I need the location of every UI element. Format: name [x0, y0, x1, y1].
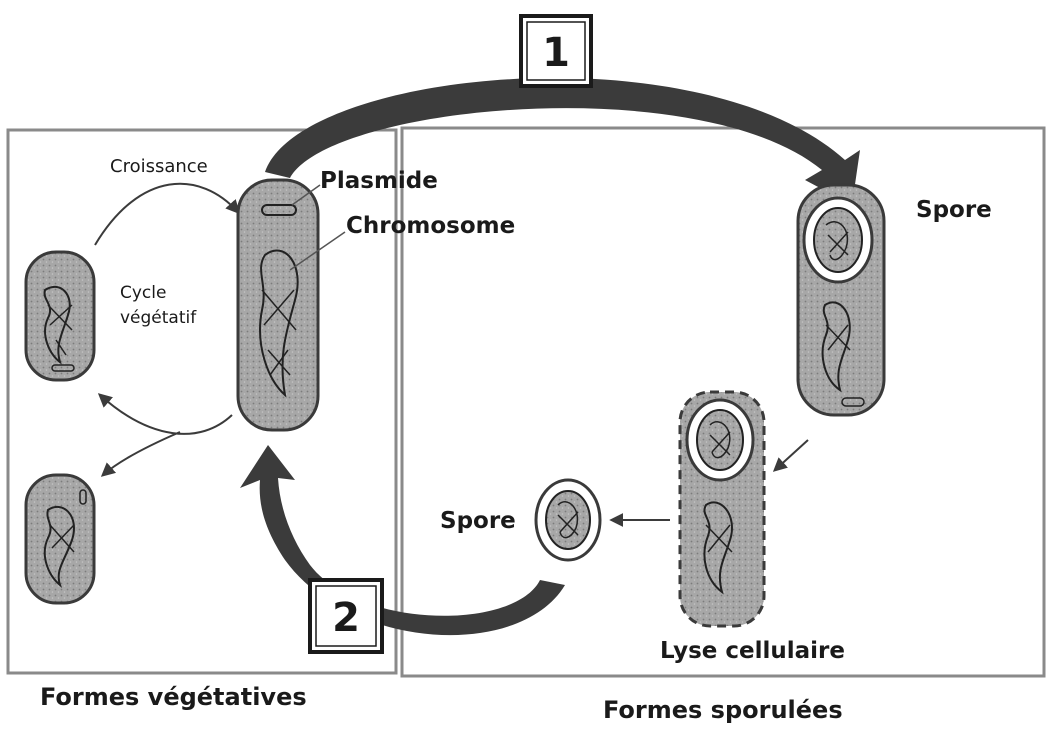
cycle-label-line2: végétatif: [120, 308, 197, 328]
plasmide-label: Plasmide: [320, 168, 438, 194]
sporulating-cell: [798, 185, 884, 415]
arrow-to-lysis: [775, 440, 808, 470]
croissance-label: Croissance: [110, 156, 208, 177]
step-2-label: 2: [332, 595, 360, 641]
vegetative-cell-left: [26, 252, 94, 380]
lyse-label: Lyse cellulaire: [660, 638, 845, 664]
step-1-label: 1: [542, 30, 570, 76]
chromosome-label: Chromosome: [346, 213, 515, 239]
lysing-cell: [680, 392, 764, 626]
vegetative-cell-main: [238, 180, 318, 430]
free-spore: [536, 480, 600, 560]
spore-top-label: Spore: [916, 197, 992, 223]
arc-division-arrow: [100, 395, 232, 434]
cycle-label-line1: Cycle: [120, 283, 166, 303]
spore-bottom-label: Spore: [440, 508, 516, 534]
arc-release-arrow: [103, 432, 180, 475]
arc-croissance-arrow: [95, 184, 238, 245]
caption-vegetative: Formes végétatives: [40, 683, 307, 711]
vegetative-cell-daughter: [26, 475, 94, 603]
caption-sporulated: Formes sporulées: [603, 696, 843, 724]
